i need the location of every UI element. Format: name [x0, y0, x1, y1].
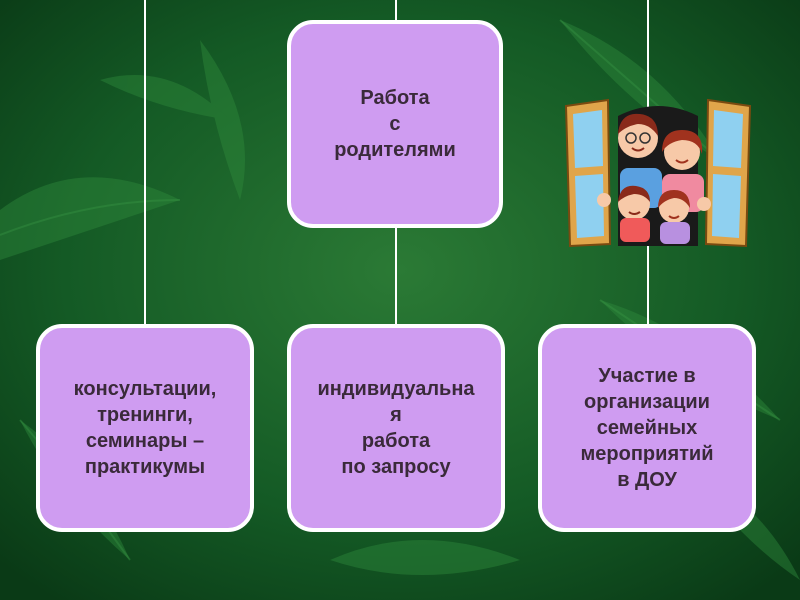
root-node-label: Работа с родителями [334, 85, 456, 163]
child-node-box-consultations: консультации, тренинги, семинары – практ… [36, 324, 254, 532]
root-node-box: Работа с родителями [287, 20, 503, 228]
child-node-label: индивидуальна я работа по запросу [317, 376, 474, 480]
child-node-label: Участие в организации семейных мероприят… [581, 363, 714, 493]
child-node-box-individual-work: индивидуальна я работа по запросу [287, 324, 505, 532]
family-in-window-icon [558, 96, 758, 256]
child-node-label: консультации, тренинги, семинары – практ… [74, 376, 217, 480]
child-node-box-family-events: Участие в организации семейных мероприят… [538, 324, 756, 532]
